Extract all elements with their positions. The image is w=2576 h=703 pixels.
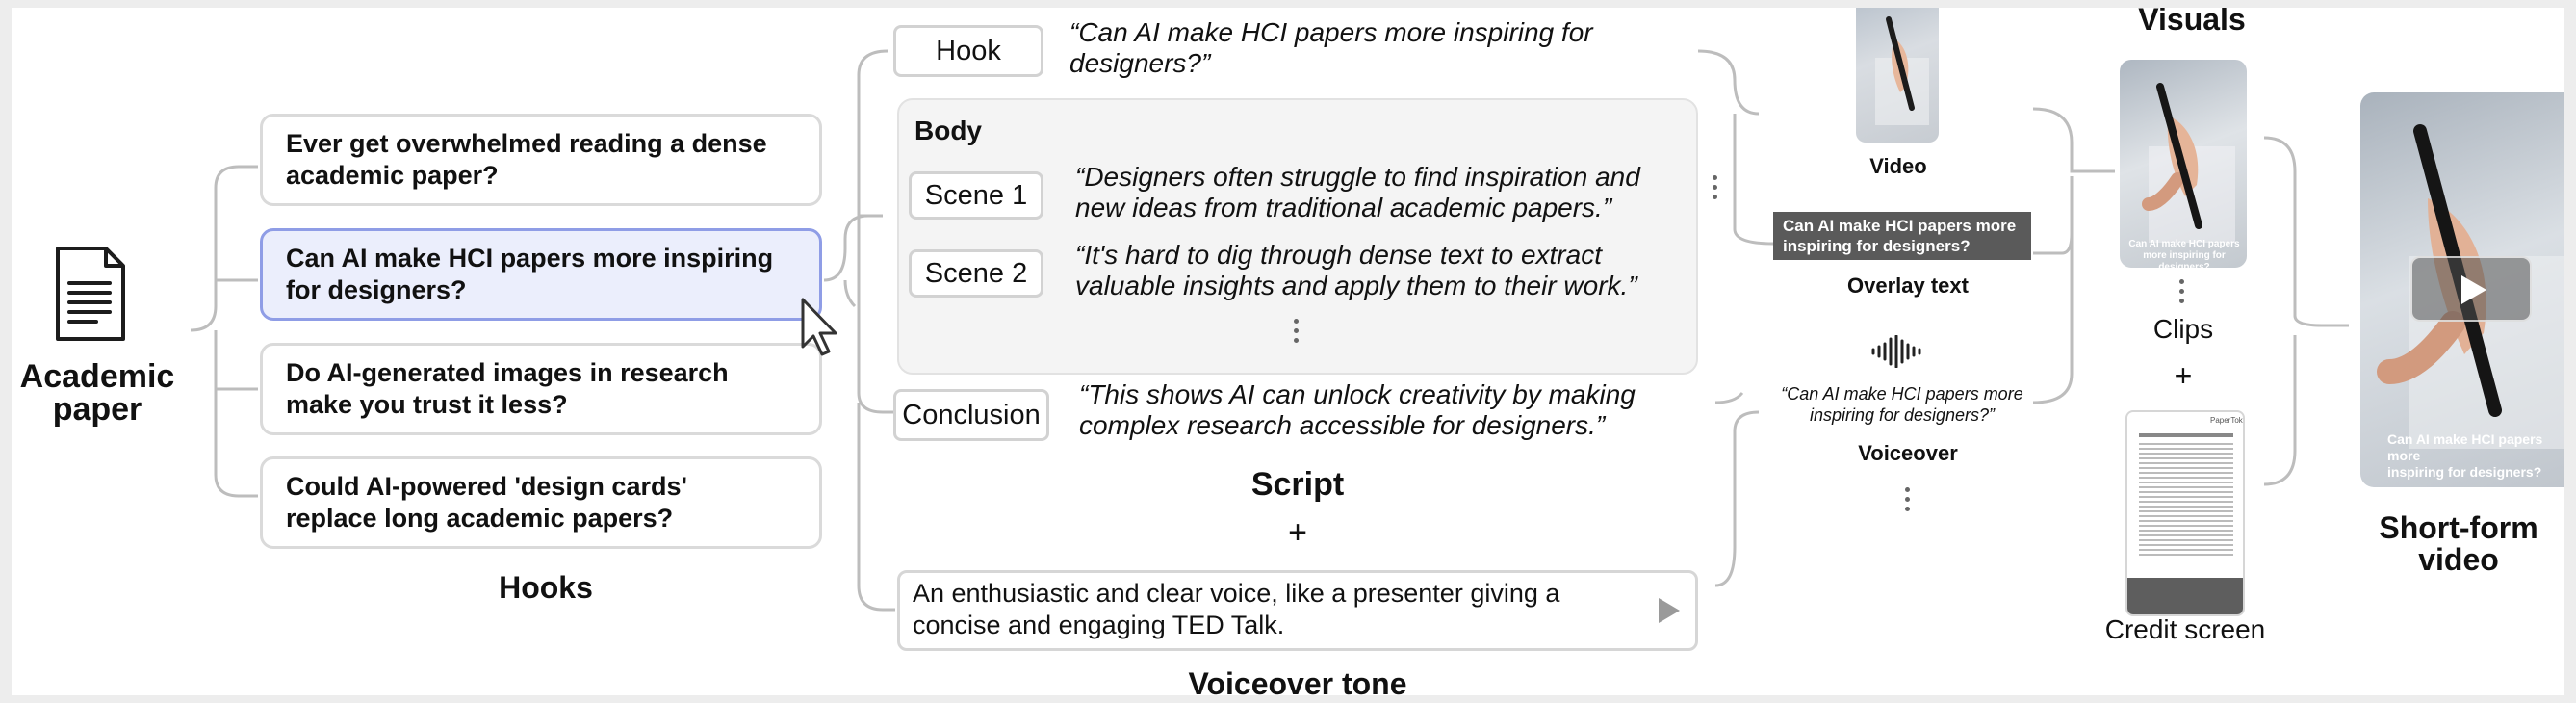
side-ellipsis (1711, 175, 1718, 204)
voiceover-tone-label: Voiceover tone (1188, 666, 1407, 695)
voiceover-tone-box (897, 570, 1698, 651)
clips-label: Clips (2152, 314, 2214, 344)
visuals-label: Visuals (2138, 8, 2246, 37)
connector-lines (190, 49, 2349, 612)
video-thumbnail (1856, 8, 1939, 143)
credit-screen-label: Credit screen (2104, 614, 2266, 644)
script-label: Script (1250, 466, 1345, 503)
hook-quote: “Can AI make HCI papers more inspiring f… (1069, 17, 1593, 78)
hook-card-1[interactable]: Ever get overwhelmed reading a dense aca… (260, 114, 822, 206)
more-scenes-ellipsis (1292, 319, 1300, 348)
audio-waveform-icon (1871, 335, 1921, 368)
hook-tag: Hook (893, 25, 1043, 77)
clip-caption: Can AI make HCI papers more inspiring fo… (2128, 239, 2240, 268)
hook-card-3[interactable]: Do AI-generated images in research make … (260, 343, 822, 435)
source-label: Academic paper (19, 358, 175, 428)
conclusion-tag: Conclusion (893, 389, 1049, 441)
overlay-text-box: Can AI make HCI papers more inspiring fo… (1773, 212, 2031, 260)
more-clips-ellipsis (2177, 279, 2185, 308)
scene-2-quote: “It's hard to dig through dense text to … (1075, 240, 1637, 300)
short-form-video-preview[interactable]: Can AI make HCI papers more inspiring fo… (2360, 92, 2564, 487)
document-icon (56, 247, 125, 341)
visuals-plus-sign: + (2174, 358, 2193, 393)
video-caption: Can AI make HCI papers more inspiring fo… (2387, 431, 2543, 480)
body-title: Body (914, 116, 982, 145)
credit-screen-thumbnail: PaperTok (2125, 410, 2245, 616)
voiceover-label: Voiceover (1858, 441, 1958, 465)
voiceover-quote: “Can AI make HCI papers more inspiring f… (1781, 384, 2023, 425)
clip-thumbnail: Can AI make HCI papers more inspiring fo… (2120, 60, 2247, 268)
mouse-cursor-icon (801, 298, 837, 356)
diagram-canvas: Academic paper Ever get overwhelmed read… (12, 8, 2564, 695)
hooks-label: Hooks (499, 570, 593, 605)
short-form-video-label: Short-form video (2379, 510, 2538, 577)
hook-card-selected[interactable]: Can AI make HCI papers more inspiring fo… (260, 228, 822, 321)
credit-brand: PaperTok (2210, 416, 2243, 425)
video-label: Video (1869, 154, 1927, 178)
play-button[interactable] (2410, 256, 2532, 322)
hook-card-4[interactable]: Could AI-powered 'design cards' replace … (260, 456, 822, 549)
scene-2-tag: Scene 2 (909, 249, 1043, 298)
scene-1-quote: “Designers often struggle to find inspir… (1075, 162, 1640, 222)
play-icon[interactable] (1656, 595, 1683, 626)
scene-1-tag: Scene 1 (909, 171, 1043, 220)
play-icon (2461, 275, 2486, 304)
overlay-text-label: Overlay text (1847, 273, 1969, 298)
conclusion-quote: “This shows AI can unlock creativity by … (1079, 379, 1636, 440)
voiceover-tone-text: An enthusiastic and clear voice, like a … (913, 579, 1560, 639)
plus-sign: + (1288, 514, 1307, 551)
more-assets-ellipsis (1903, 487, 1911, 516)
